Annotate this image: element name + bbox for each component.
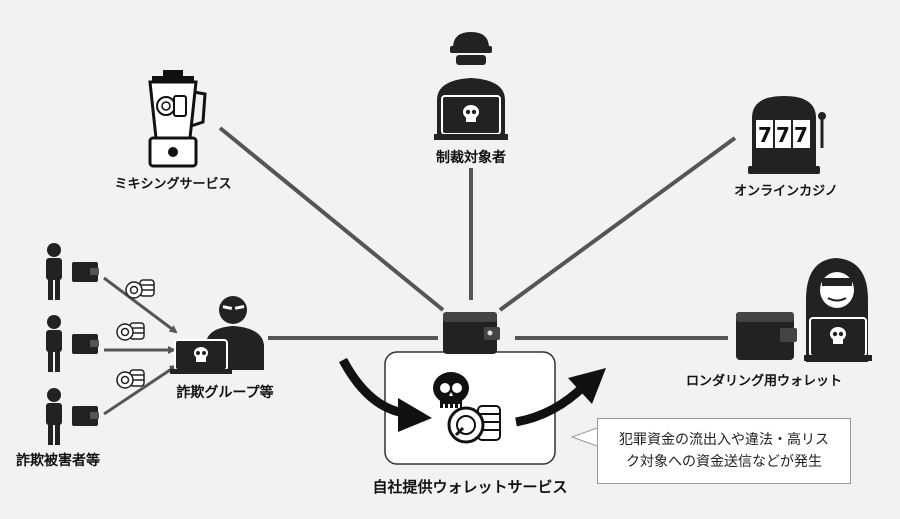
coin-icon [116,322,145,341]
coin-icon [125,279,155,299]
label-casino: オンラインカジノ [734,184,838,199]
label-fraud-group: 詐欺グループ等 [176,384,273,401]
skull-icon [830,327,846,344]
label-mixing: ミキシングサービス [114,176,231,192]
coin-stack-icon [447,405,501,444]
central-wallet-icon [443,312,500,354]
callout-line-1: 犯罪資金の流出入や違法・高リス [619,432,829,448]
slot-reel-2: 7 [776,123,790,147]
victim-arrows [103,276,178,416]
skull-icon [194,347,208,362]
label-laundering: ロンダリング用ウォレット [686,373,842,389]
blender-icon [148,70,207,168]
slot-reel-3: 7 [794,123,808,147]
slot-reel-1: 7 [758,123,772,147]
line-mixing [218,126,445,312]
label-sanctioned: 制裁対象者 [436,149,506,166]
line-casino [498,136,737,312]
inflow-arrow [339,357,405,418]
callout-box: 犯罪資金の流出入や違法・高リス ク対象への資金送信などが発生 [597,418,851,484]
outflow-arrow [515,381,589,427]
arrow-victim-1 [103,276,178,334]
victim-person-icon [46,315,62,372]
wallet-icon [72,262,99,282]
wallet-icon [72,406,99,426]
slot-machine-icon: 7 7 7 [748,96,826,174]
wallet-icon [736,312,797,360]
flow-arrows [339,357,606,432]
arrow-victim-3 [103,364,178,416]
callout-pointer [570,427,598,447]
coin-icon [116,369,145,389]
callout-line-2: ク対象への資金送信などが発生 [626,454,822,470]
victim-person-icon [46,243,62,300]
victim-person-icon [46,388,62,445]
wallet-icon [72,334,99,354]
connection-lines [218,126,737,340]
skull-icon [433,372,469,409]
skull-icon [463,105,479,122]
label-victims: 詐欺被害者等 [16,452,100,469]
label-own-service: 自社提供ウォレットサービス [372,478,567,496]
